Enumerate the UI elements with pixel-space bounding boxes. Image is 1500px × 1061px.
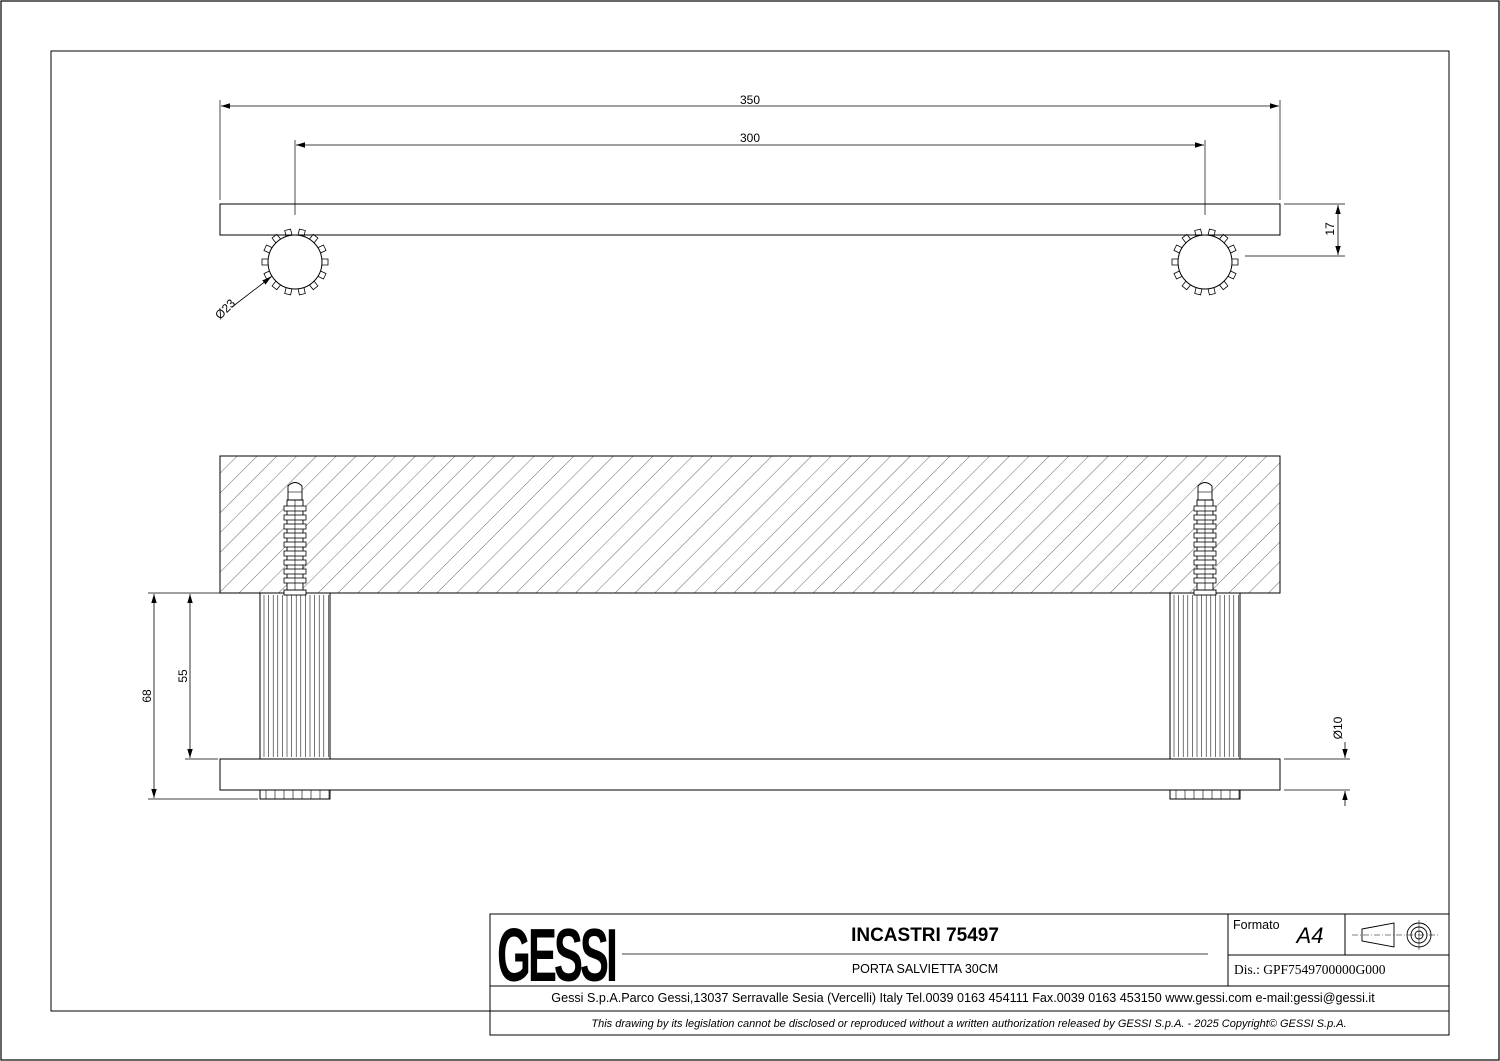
rosette-1: [261, 228, 329, 296]
dim-bar-height-label: 17: [1323, 222, 1337, 236]
title-block: [489, 913, 1450, 1036]
top-view: [219, 100, 1345, 308]
support-2: [1169, 482, 1241, 800]
drawing-number: Dis.: GPF7549700000G000: [1234, 962, 1386, 977]
towel-bar-top: [219, 203, 1281, 236]
projection-symbol-icon: [1352, 920, 1440, 950]
supports-side-view: [259, 482, 1241, 800]
wall-section: [219, 455, 1281, 594]
dim-bar-diameter-label: Ø10: [1331, 716, 1345, 739]
drawing-title: INCASTRI 75497: [851, 925, 999, 946]
format-label: Formato: [1233, 918, 1280, 932]
towel-bar-side: [219, 758, 1281, 791]
drawing-subtitle: PORTA SALVIETTA 30CM: [852, 962, 998, 976]
dim-rosette-diameter-label: Ø23: [212, 296, 238, 322]
dim-centers-label: 300: [740, 131, 760, 145]
rosette-diameter-leader: [231, 276, 272, 308]
dim-overall-label: 350: [740, 93, 760, 107]
rosettes-top-view: [261, 228, 1239, 296]
support-1: [259, 482, 331, 800]
company-info: Gessi S.p.A.Parco Gessi,13037 Serravalle…: [551, 991, 1375, 1005]
dim-total-projection-label: 68: [140, 689, 154, 703]
dim-bar-offset-label: 55: [176, 669, 190, 683]
gessi-logo: GESSI: [497, 914, 616, 998]
side-view: [148, 455, 1350, 806]
rosette-2: [1171, 228, 1239, 296]
legal-notice: This drawing by its legislation cannot b…: [591, 1018, 1346, 1030]
format-value: A4: [1295, 923, 1324, 948]
